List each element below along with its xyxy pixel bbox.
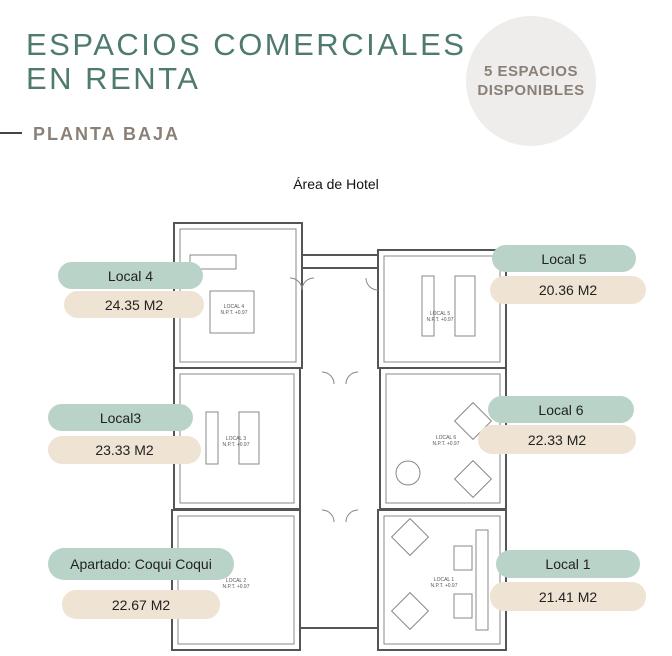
local-6-name: Local 6 [488,396,634,423]
title-line-1: ESPACIOS COMERCIALES [26,27,467,62]
plan-level: N.P.T. +0.97 [430,583,457,589]
hotel-area-label: Área de Hotel [293,176,379,192]
plan-level: N.P.T. +0.97 [220,310,247,316]
badge-line-1: 5 ESPACIOS [484,63,578,80]
local-3-name: Local3 [48,404,193,431]
availability-badge: 5 ESPACIOS DISPONIBLES [466,16,596,146]
local-5-name: Local 5 [492,245,636,272]
divider [0,132,22,134]
badge-line-2: DISPONIBLES [477,82,585,99]
room-local-2 [171,509,301,651]
local-4-area: 24.35 M2 [64,291,204,318]
plan-label-local-5: LOCAL 5 [430,311,451,317]
local-4-name: Local 4 [58,262,203,289]
local-1-area: 21.41 M2 [490,582,646,611]
plan-level: N.P.T. +0.97 [432,441,459,447]
plan-level: N.P.T. +0.97 [222,442,249,448]
title-line-2: EN RENTA [26,61,201,96]
room-local-1 [377,509,507,651]
plan-label-local-6: LOCAL 6 [436,435,457,441]
local-3-area: 23.33 M2 [48,436,201,464]
plan-label-local-4: LOCAL 4 [224,304,245,310]
plan-level: N.P.T. +0.97 [426,317,453,323]
floor-subtitle: PLANTA BAJA [33,124,180,144]
room-local-5 [377,249,507,369]
page-title: ESPACIOS COMERCIALES EN RENTA [26,28,466,96]
plan-level: N.P.T. +0.97 [222,584,249,590]
plan-label-local-3: LOCAL 3 [226,436,247,442]
local-6-area: 22.33 M2 [478,425,636,454]
local-2-area: 22.67 M2 [62,590,220,619]
plan-label-local-1: LOCAL 1 [434,577,455,583]
local-2-name: Apartado: Coqui Coqui [48,548,234,580]
local-1-name: Local 1 [496,550,640,578]
plan-label-local-2: LOCAL 2 [226,578,247,584]
local-5-area: 20.36 M2 [490,276,646,304]
